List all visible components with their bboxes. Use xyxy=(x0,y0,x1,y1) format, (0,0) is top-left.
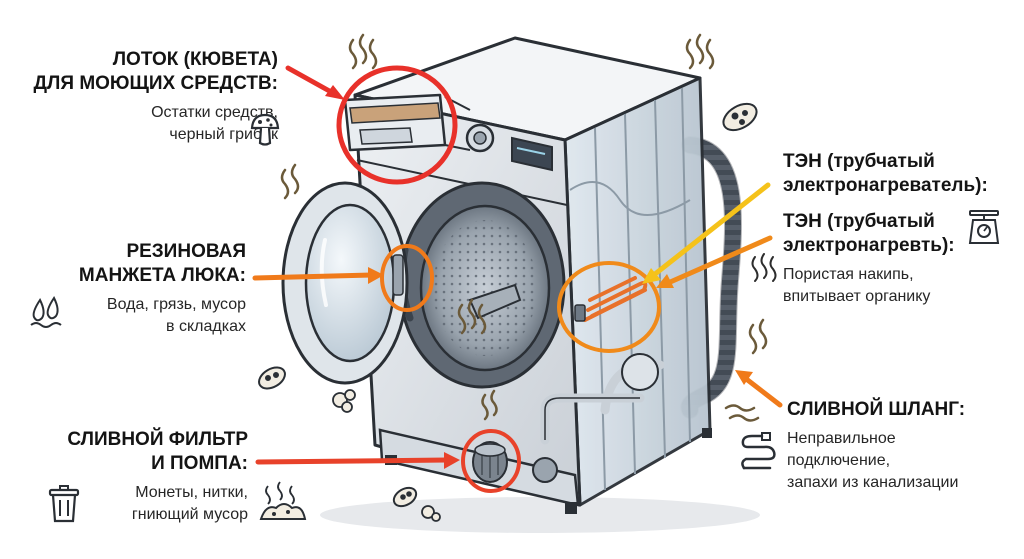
odor-waves-icon xyxy=(280,33,768,422)
pump-housing xyxy=(621,353,659,391)
callout-title: СЛИВНОЙ ШЛАНГ: xyxy=(787,399,966,420)
callout-drain-filter: СЛИВНОЙ ФИЛЬТР И ПОМПА: Монеты, нитки, г… xyxy=(67,428,248,526)
callout-description: впитывает органику xyxy=(783,288,931,305)
callout-title: ТЭН (трубчатый xyxy=(783,151,935,172)
callout-title: электронагревть): xyxy=(783,235,955,256)
side-cutaway-lines xyxy=(569,87,691,491)
water-drops-icon xyxy=(30,296,62,328)
heating-element xyxy=(583,276,648,322)
callout-detergent-tray: ЛОТОК (КЮВЕТА) ДЛЯ МОЮЩИХ СРЕДСТВ: Остат… xyxy=(34,48,278,146)
drain-filter xyxy=(472,441,508,483)
detergent-drawer xyxy=(343,93,471,152)
highlight-circle-heater xyxy=(557,261,661,353)
hose-icon xyxy=(741,432,776,470)
callout-heater-top: ТЭН (трубчатый электронагреватель): xyxy=(783,150,988,198)
arrow-tray xyxy=(285,65,345,100)
open-door xyxy=(281,181,409,385)
drum-paddle xyxy=(468,283,522,320)
callout-drain-hose: СЛИВНОЙ ШЛАНГ: Неправильное подключение,… xyxy=(787,398,965,494)
highlight-circle-filter xyxy=(461,429,521,493)
callout-description: подключение, xyxy=(787,452,891,469)
display-panel xyxy=(511,136,553,172)
callout-description: Остатки средств, xyxy=(151,104,278,121)
callout-description: Вода, грязь, мусор xyxy=(106,296,246,313)
rotting-garbage-icon xyxy=(259,481,307,520)
callout-description: в складках xyxy=(166,318,246,335)
callout-description: запахи из канализации xyxy=(787,474,959,491)
callout-title: РЕЗИНОВАЯ xyxy=(126,241,246,262)
callout-description: черный грибок xyxy=(169,126,278,143)
arrow-seal xyxy=(252,267,384,284)
callout-title: электронагреватель): xyxy=(783,175,988,196)
callout-title: СЛИВНОЙ ФИЛЬТР xyxy=(67,429,248,450)
callout-title: ТЭН (трубчатый xyxy=(783,211,935,232)
trash-can-icon xyxy=(48,485,80,523)
scale-icon xyxy=(968,210,1000,244)
callout-description: Неправильное xyxy=(787,430,896,447)
bacteria-icon xyxy=(258,102,758,508)
heat-waves-icon xyxy=(751,253,777,282)
callout-title: ЛОТОК (КЮВЕТА) xyxy=(112,49,278,70)
callout-description: гниющий мусор xyxy=(131,506,248,523)
callout-description: Монеты, нитки, xyxy=(135,484,248,501)
callout-door-seal: РЕЗИНОВАЯ МАНЖЕТА ЛЮКА: Вода, грязь, мус… xyxy=(79,240,246,338)
callout-title: МАНЖЕТА ЛЮКА: xyxy=(78,265,246,286)
callout-heater: ТЭН (трубчатый электронагревть): Пориста… xyxy=(783,210,955,308)
highlight-circle-tray xyxy=(336,65,458,185)
callout-description: Пористая накипь, xyxy=(783,266,914,283)
callout-title: ДЛЯ МОЮЩИХ СРЕДСТВ: xyxy=(33,73,278,94)
arrow-heater xyxy=(656,235,773,288)
arrow-hose xyxy=(735,370,783,408)
arrow-heater-top xyxy=(642,182,771,284)
heater-terminals xyxy=(574,304,586,322)
filter-cap xyxy=(532,457,558,483)
highlight-circle-seal xyxy=(380,244,434,312)
mushroom-icon xyxy=(250,113,280,146)
floor-shadow xyxy=(320,497,760,533)
mold-spores-icon xyxy=(332,389,441,522)
arrow-filter xyxy=(255,452,460,469)
callout-title: И ПОМПА: xyxy=(151,453,248,474)
